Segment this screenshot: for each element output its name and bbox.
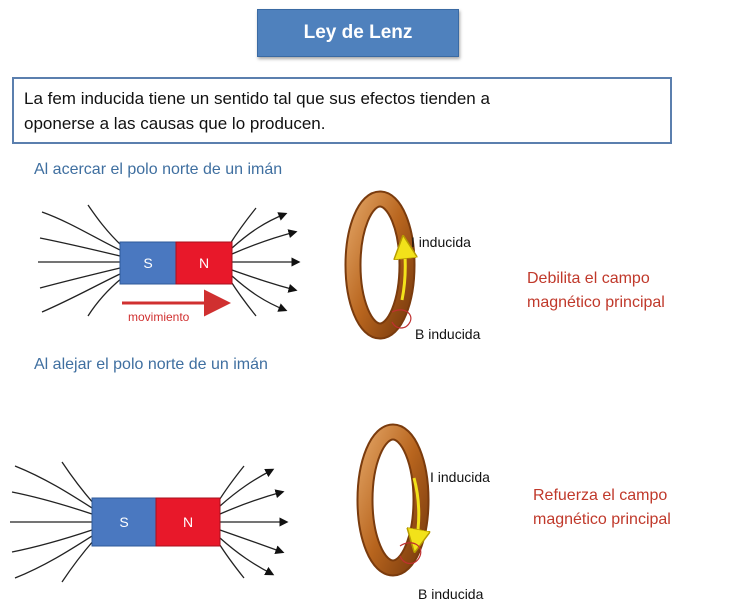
title-banner: Ley de Lenz — [257, 9, 459, 57]
case1-pole-s-label: S — [143, 255, 153, 271]
case2-pole-s-label: S — [119, 514, 129, 530]
case1-magnet-north — [175, 241, 233, 285]
case2-pole-n-label: N — [182, 514, 194, 530]
case1-current-arrow — [402, 244, 405, 301]
case1-effect: Debilita el campo magnético principal — [527, 267, 665, 315]
case1-field-loop — [391, 309, 412, 329]
definition-line-1: La fem inducida tiene un sentido tal que… — [24, 89, 490, 108]
case1-magnet-south — [119, 241, 177, 285]
case2-effect: Refuerza el campo magnético principal — [533, 484, 671, 532]
case1-pole-n-label: N — [198, 255, 210, 271]
case1-caption: Al acercar el polo norte de un imán — [34, 161, 283, 178]
case1-movement-label: movimiento — [128, 310, 190, 324]
page-title: Ley de Lenz — [303, 22, 413, 43]
definition-line-2: oponerse a las causas que lo producen. — [24, 114, 326, 133]
case1-effect-line-1: Debilita el campo — [527, 270, 650, 287]
case1-field-label: B inducida — [415, 326, 481, 342]
case2-current-arrow — [414, 477, 419, 544]
case2-magnet-south — [91, 497, 157, 547]
case2-current-label: I inducida — [430, 469, 490, 485]
case1-ring — [344, 190, 416, 340]
case2-field-lines — [10, 461, 289, 583]
case2-field-label: B inducida — [418, 586, 484, 602]
definition-box: La fem inducida tiene un sentido tal que… — [12, 77, 672, 144]
case1-effect-line-2: magnético principal — [527, 294, 665, 311]
case2-field-loop — [399, 542, 422, 565]
case2-effect-line-1: Refuerza el campo — [533, 487, 668, 504]
case2-ring — [356, 423, 430, 577]
case1-current-label: I inducida — [411, 234, 471, 250]
case2-effect-line-2: magnético principal — [533, 511, 671, 528]
case2-magnet-north — [155, 497, 221, 547]
case2-caption: Al alejar el polo norte de un imán — [34, 356, 268, 373]
